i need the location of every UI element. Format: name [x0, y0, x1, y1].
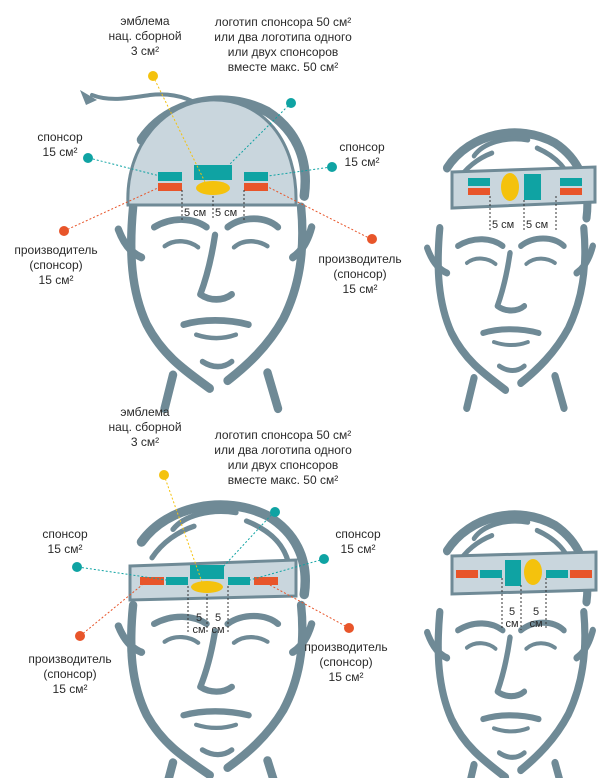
- emblem-marker: [148, 71, 158, 81]
- maker-left-logo: [456, 570, 478, 578]
- emblem-label: эмблема нац. сборной 3 см²: [95, 405, 195, 450]
- emblem-marker: [159, 470, 169, 480]
- dimension-label-left: 5 см: [190, 612, 208, 636]
- maker-left-marker: [59, 226, 69, 236]
- sponsor-right-logo: [244, 172, 268, 181]
- maker-left-logo: [468, 188, 490, 195]
- sponsor-right-logo: [546, 570, 568, 578]
- sponsor-left-label: спонсор 15 см²: [25, 527, 105, 557]
- dimension-label-right: 5 см: [209, 612, 227, 636]
- main-sponsor-label: логотип спонсора 50 см² или два логотипа…: [198, 428, 368, 488]
- maker-left-label: производитель (спонсор) 15 см²: [8, 243, 104, 288]
- dimension-label-right: 5 см: [527, 606, 545, 630]
- main-sponsor-logo: [194, 165, 232, 180]
- main-sponsor-marker: [286, 98, 296, 108]
- main-sponsor-logo: [524, 174, 541, 200]
- emblem-logo: [196, 181, 230, 195]
- main-sponsor-logo: [505, 560, 521, 586]
- maker-right-label: производитель (спонсор) 15 см²: [312, 252, 408, 297]
- maker-right-marker: [367, 234, 377, 244]
- sponsor-left-logo: [468, 178, 490, 186]
- main-sponsor-label: логотип спонсора 50 см² или два логотипа…: [198, 15, 368, 75]
- maker-right-logo: [560, 188, 582, 195]
- dimension-label-right: 5 см: [526, 219, 548, 231]
- face-sketch: [118, 505, 311, 778]
- cap-front-diagram: [59, 71, 377, 409]
- dimension-label-right: 5 см: [215, 207, 237, 219]
- dimension-label-left: 5 см: [184, 207, 206, 219]
- dimension-label-left: 5 см: [492, 219, 514, 231]
- sponsor-left-logo: [166, 577, 188, 585]
- band-back-2-diagram: [427, 515, 596, 778]
- sponsor-right-label: спонсор 15 см²: [318, 527, 398, 557]
- sponsor-left-logo: [480, 570, 502, 578]
- maker-right-logo: [570, 570, 592, 578]
- emblem-logo: [191, 581, 223, 593]
- sponsor-left-logo: [158, 172, 182, 181]
- maker-left-logo: [140, 577, 164, 585]
- maker-right-logo: [244, 183, 268, 191]
- sponsor-right-label: спонсор 15 см²: [322, 140, 402, 170]
- sponsor-left-label: спонсор 15 см²: [20, 130, 100, 160]
- dimension-label-left: 5 см: [503, 606, 521, 630]
- sponsor-right-logo: [560, 178, 582, 186]
- maker-left-marker: [75, 631, 85, 641]
- emblem-logo: [524, 559, 542, 585]
- main-sponsor-marker: [270, 507, 280, 517]
- emblem-logo: [501, 173, 519, 201]
- maker-left-logo: [158, 183, 182, 191]
- main-sponsor-logo: [190, 565, 224, 579]
- sponsor-left-marker: [72, 562, 82, 572]
- band-back-diagram: [427, 133, 595, 408]
- sponsor-right-logo: [228, 577, 250, 585]
- maker-right-marker: [344, 623, 354, 633]
- maker-right-label: производитель (спонсор) 15 см²: [298, 640, 394, 685]
- maker-left-label: производитель (спонсор) 15 см²: [22, 652, 118, 697]
- emblem-label: эмблема нац. сборной 3 см²: [95, 14, 195, 59]
